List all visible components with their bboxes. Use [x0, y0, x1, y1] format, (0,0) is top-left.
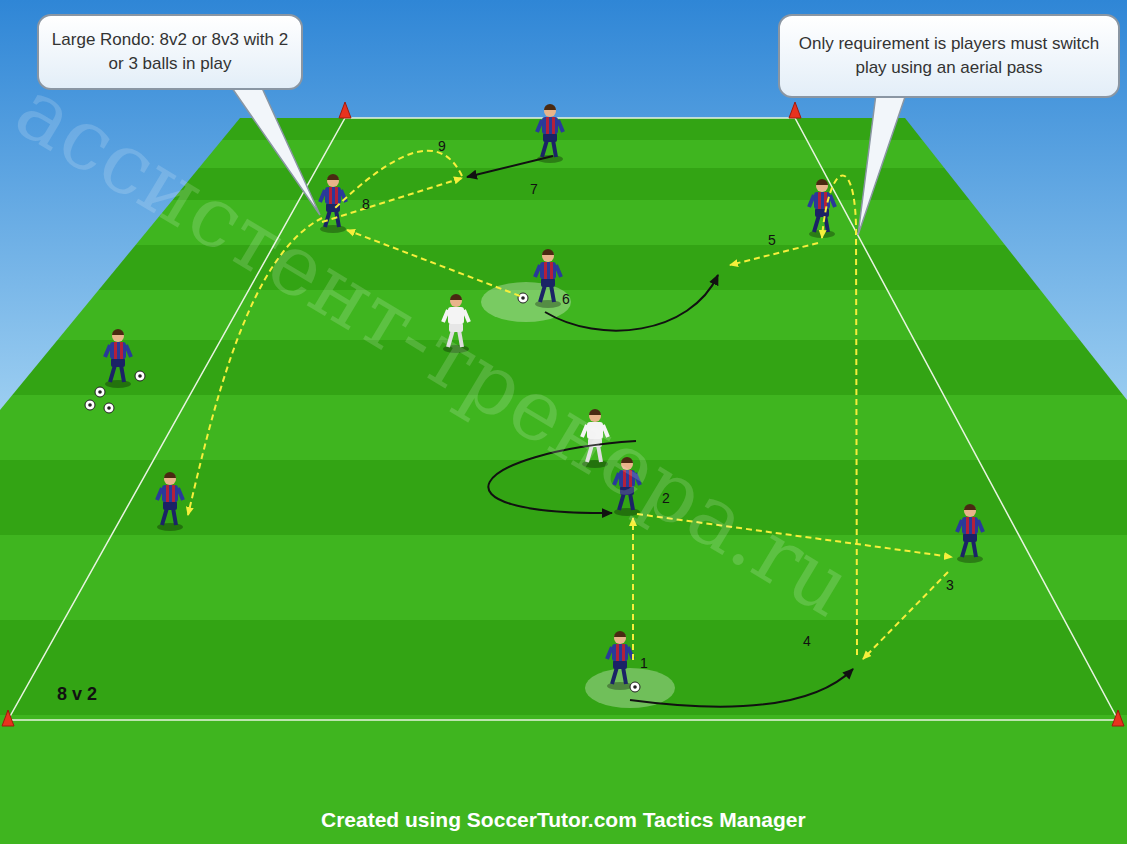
callout-number: 4	[803, 633, 811, 649]
callout-box: Only requirement is players must switch …	[778, 14, 1120, 98]
callout-number: 1	[640, 655, 648, 671]
callout-number: 3	[946, 577, 954, 593]
callout-number: 8	[362, 196, 370, 212]
caption: Created using SoccerTutor.com Tactics Ma…	[321, 808, 806, 832]
callout-number: 9	[438, 138, 446, 154]
watermark: ассистент-тренера.ru	[0, 60, 868, 636]
callout-text: Large Rondo: 8v2 or 8v3 with 2 or 3 ball…	[51, 28, 289, 76]
callout-number: 5	[768, 232, 776, 248]
callout-number: 7	[530, 181, 538, 197]
callout-number: 6	[562, 291, 570, 307]
format-label: 8 v 2	[57, 684, 97, 705]
callout-text: Only requirement is players must switch …	[792, 32, 1106, 80]
